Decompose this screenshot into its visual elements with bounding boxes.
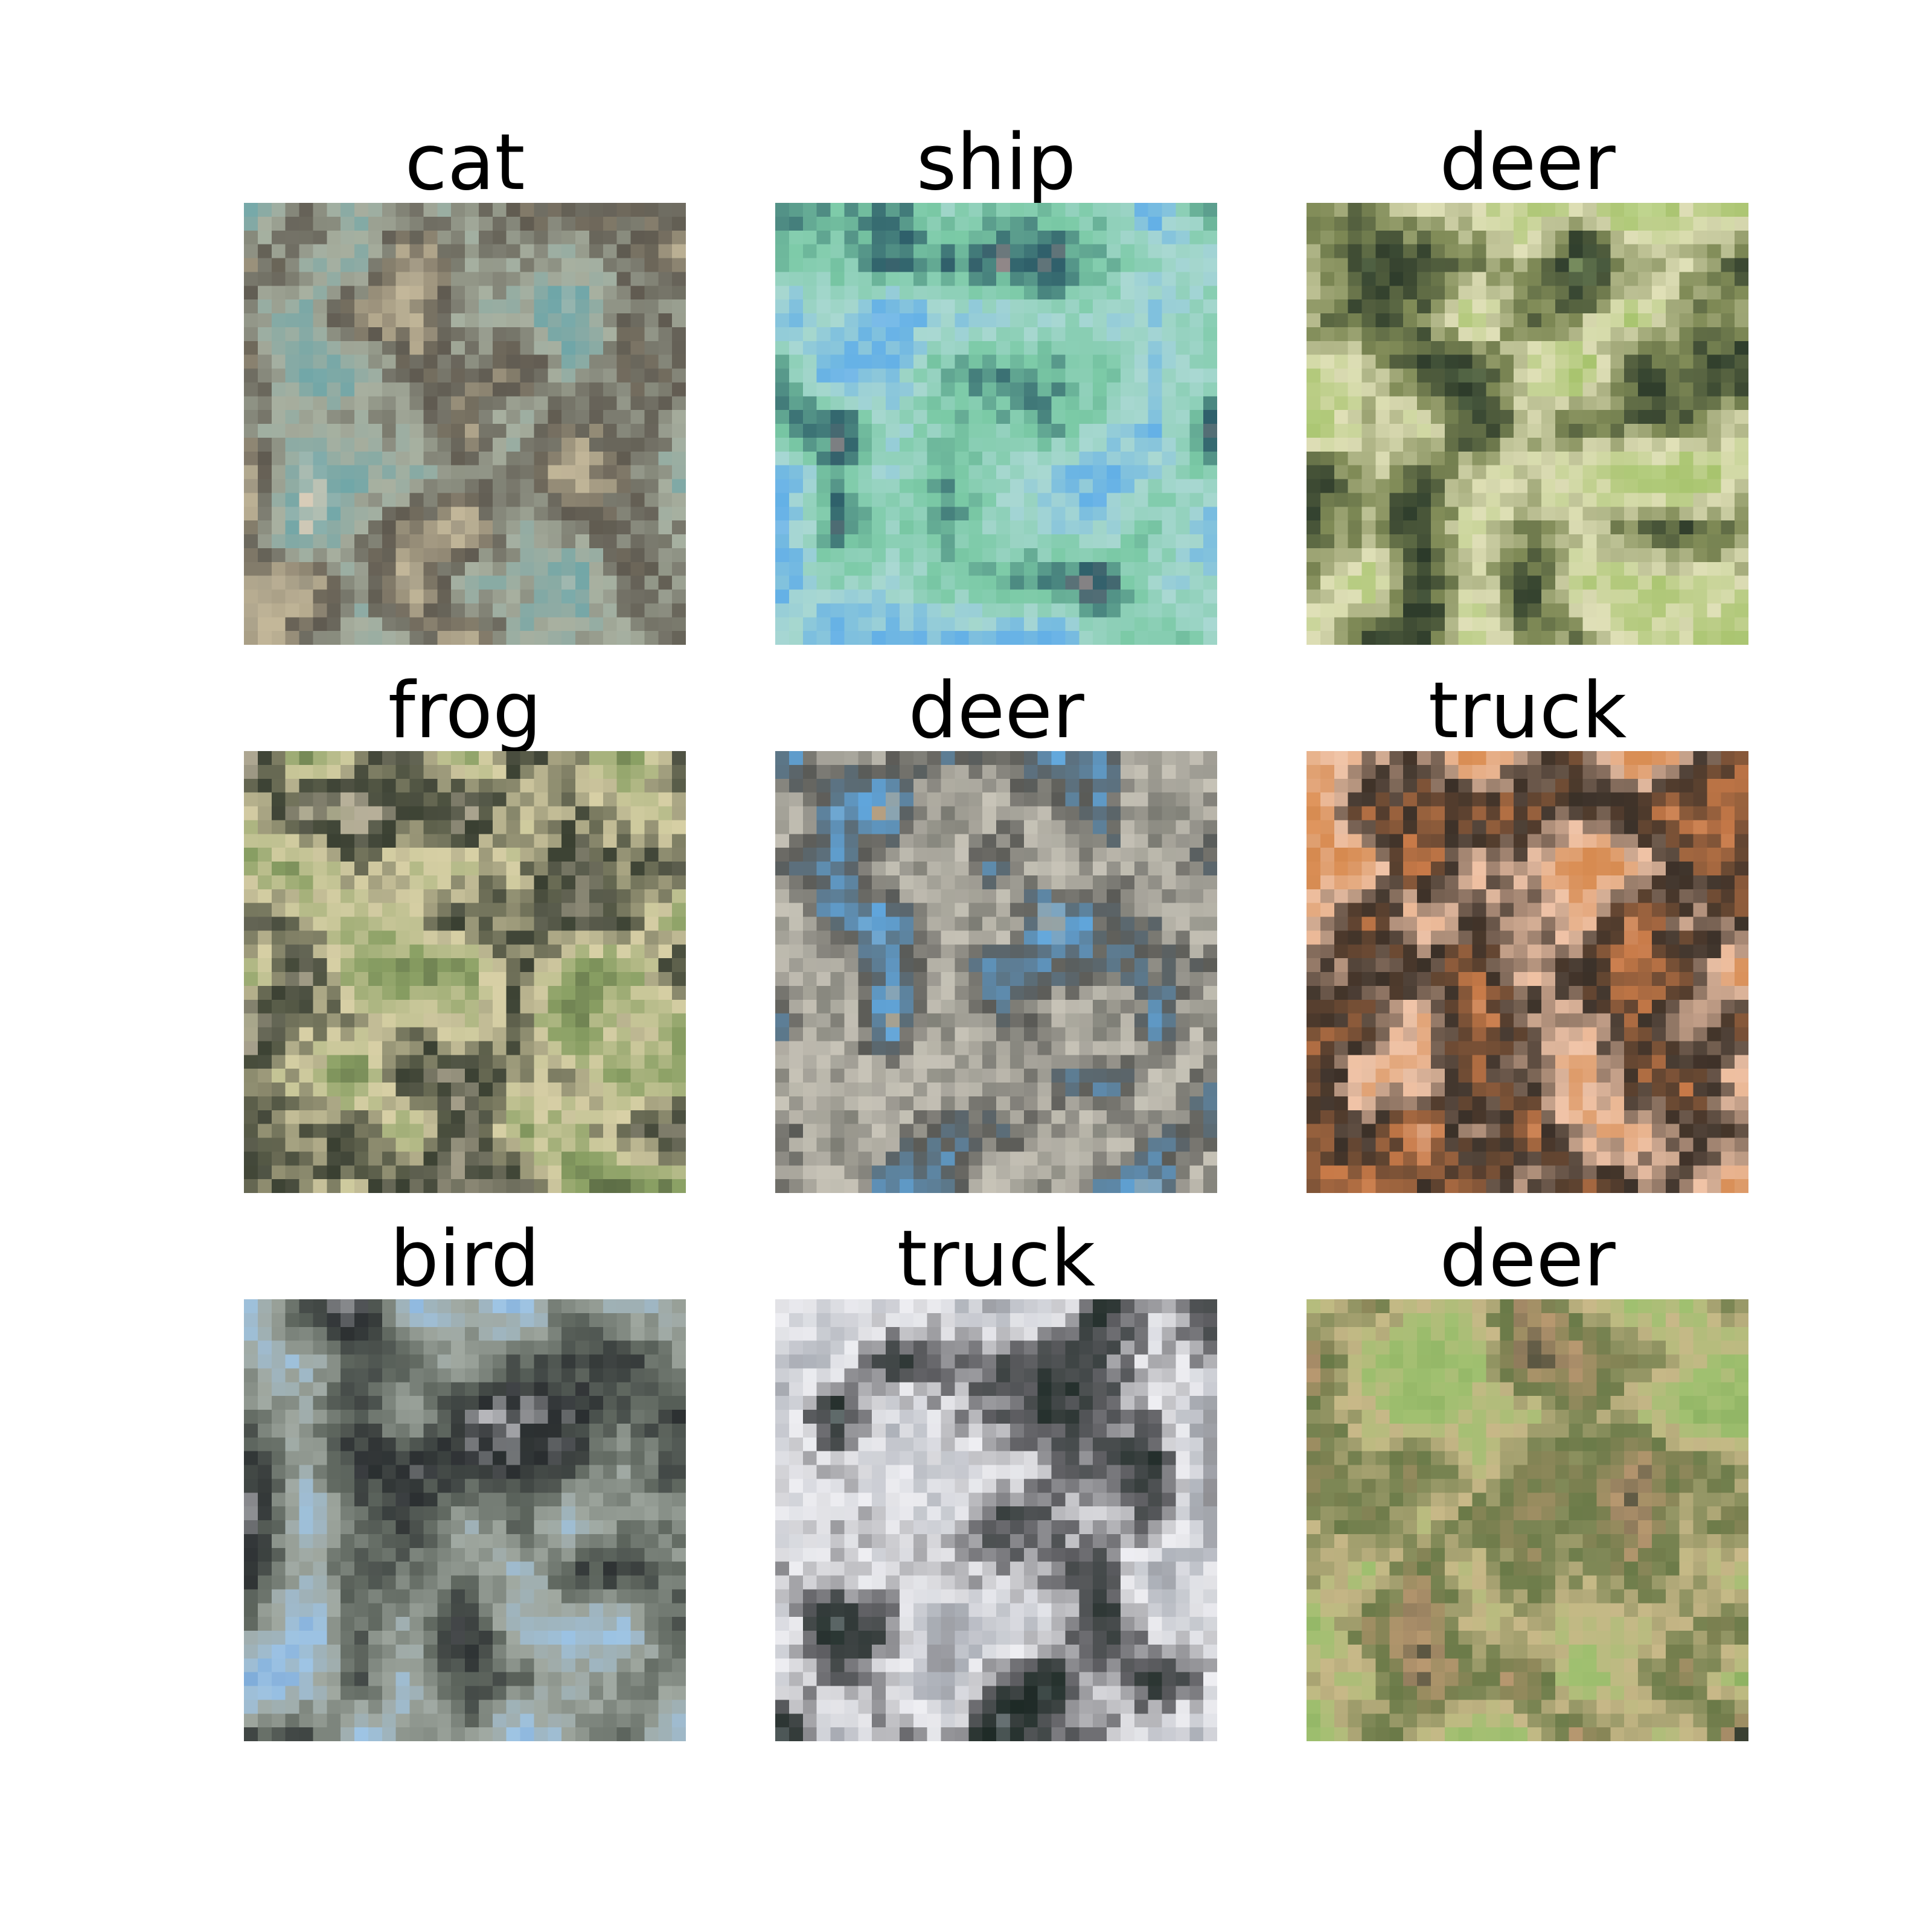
sample-image bbox=[1307, 751, 1748, 1193]
panel-title: deer bbox=[1439, 118, 1616, 208]
sample-image bbox=[244, 203, 686, 645]
panel-title: bird bbox=[389, 1214, 540, 1304]
panel-title: cat bbox=[405, 118, 525, 208]
sample-image bbox=[244, 751, 686, 1193]
panel-title: truck bbox=[1428, 666, 1627, 756]
panel-title: deer bbox=[908, 666, 1084, 756]
panel-title: ship bbox=[916, 118, 1076, 208]
sample-image bbox=[775, 1299, 1217, 1741]
panel-title: frog bbox=[388, 666, 542, 756]
sample-image bbox=[775, 751, 1217, 1193]
sample-image bbox=[775, 203, 1217, 645]
sample-image bbox=[1307, 1299, 1748, 1741]
panel-title: deer bbox=[1439, 1214, 1616, 1304]
sample-image bbox=[1307, 203, 1748, 645]
panel-title: truck bbox=[897, 1214, 1096, 1304]
sample-image bbox=[244, 1299, 686, 1741]
